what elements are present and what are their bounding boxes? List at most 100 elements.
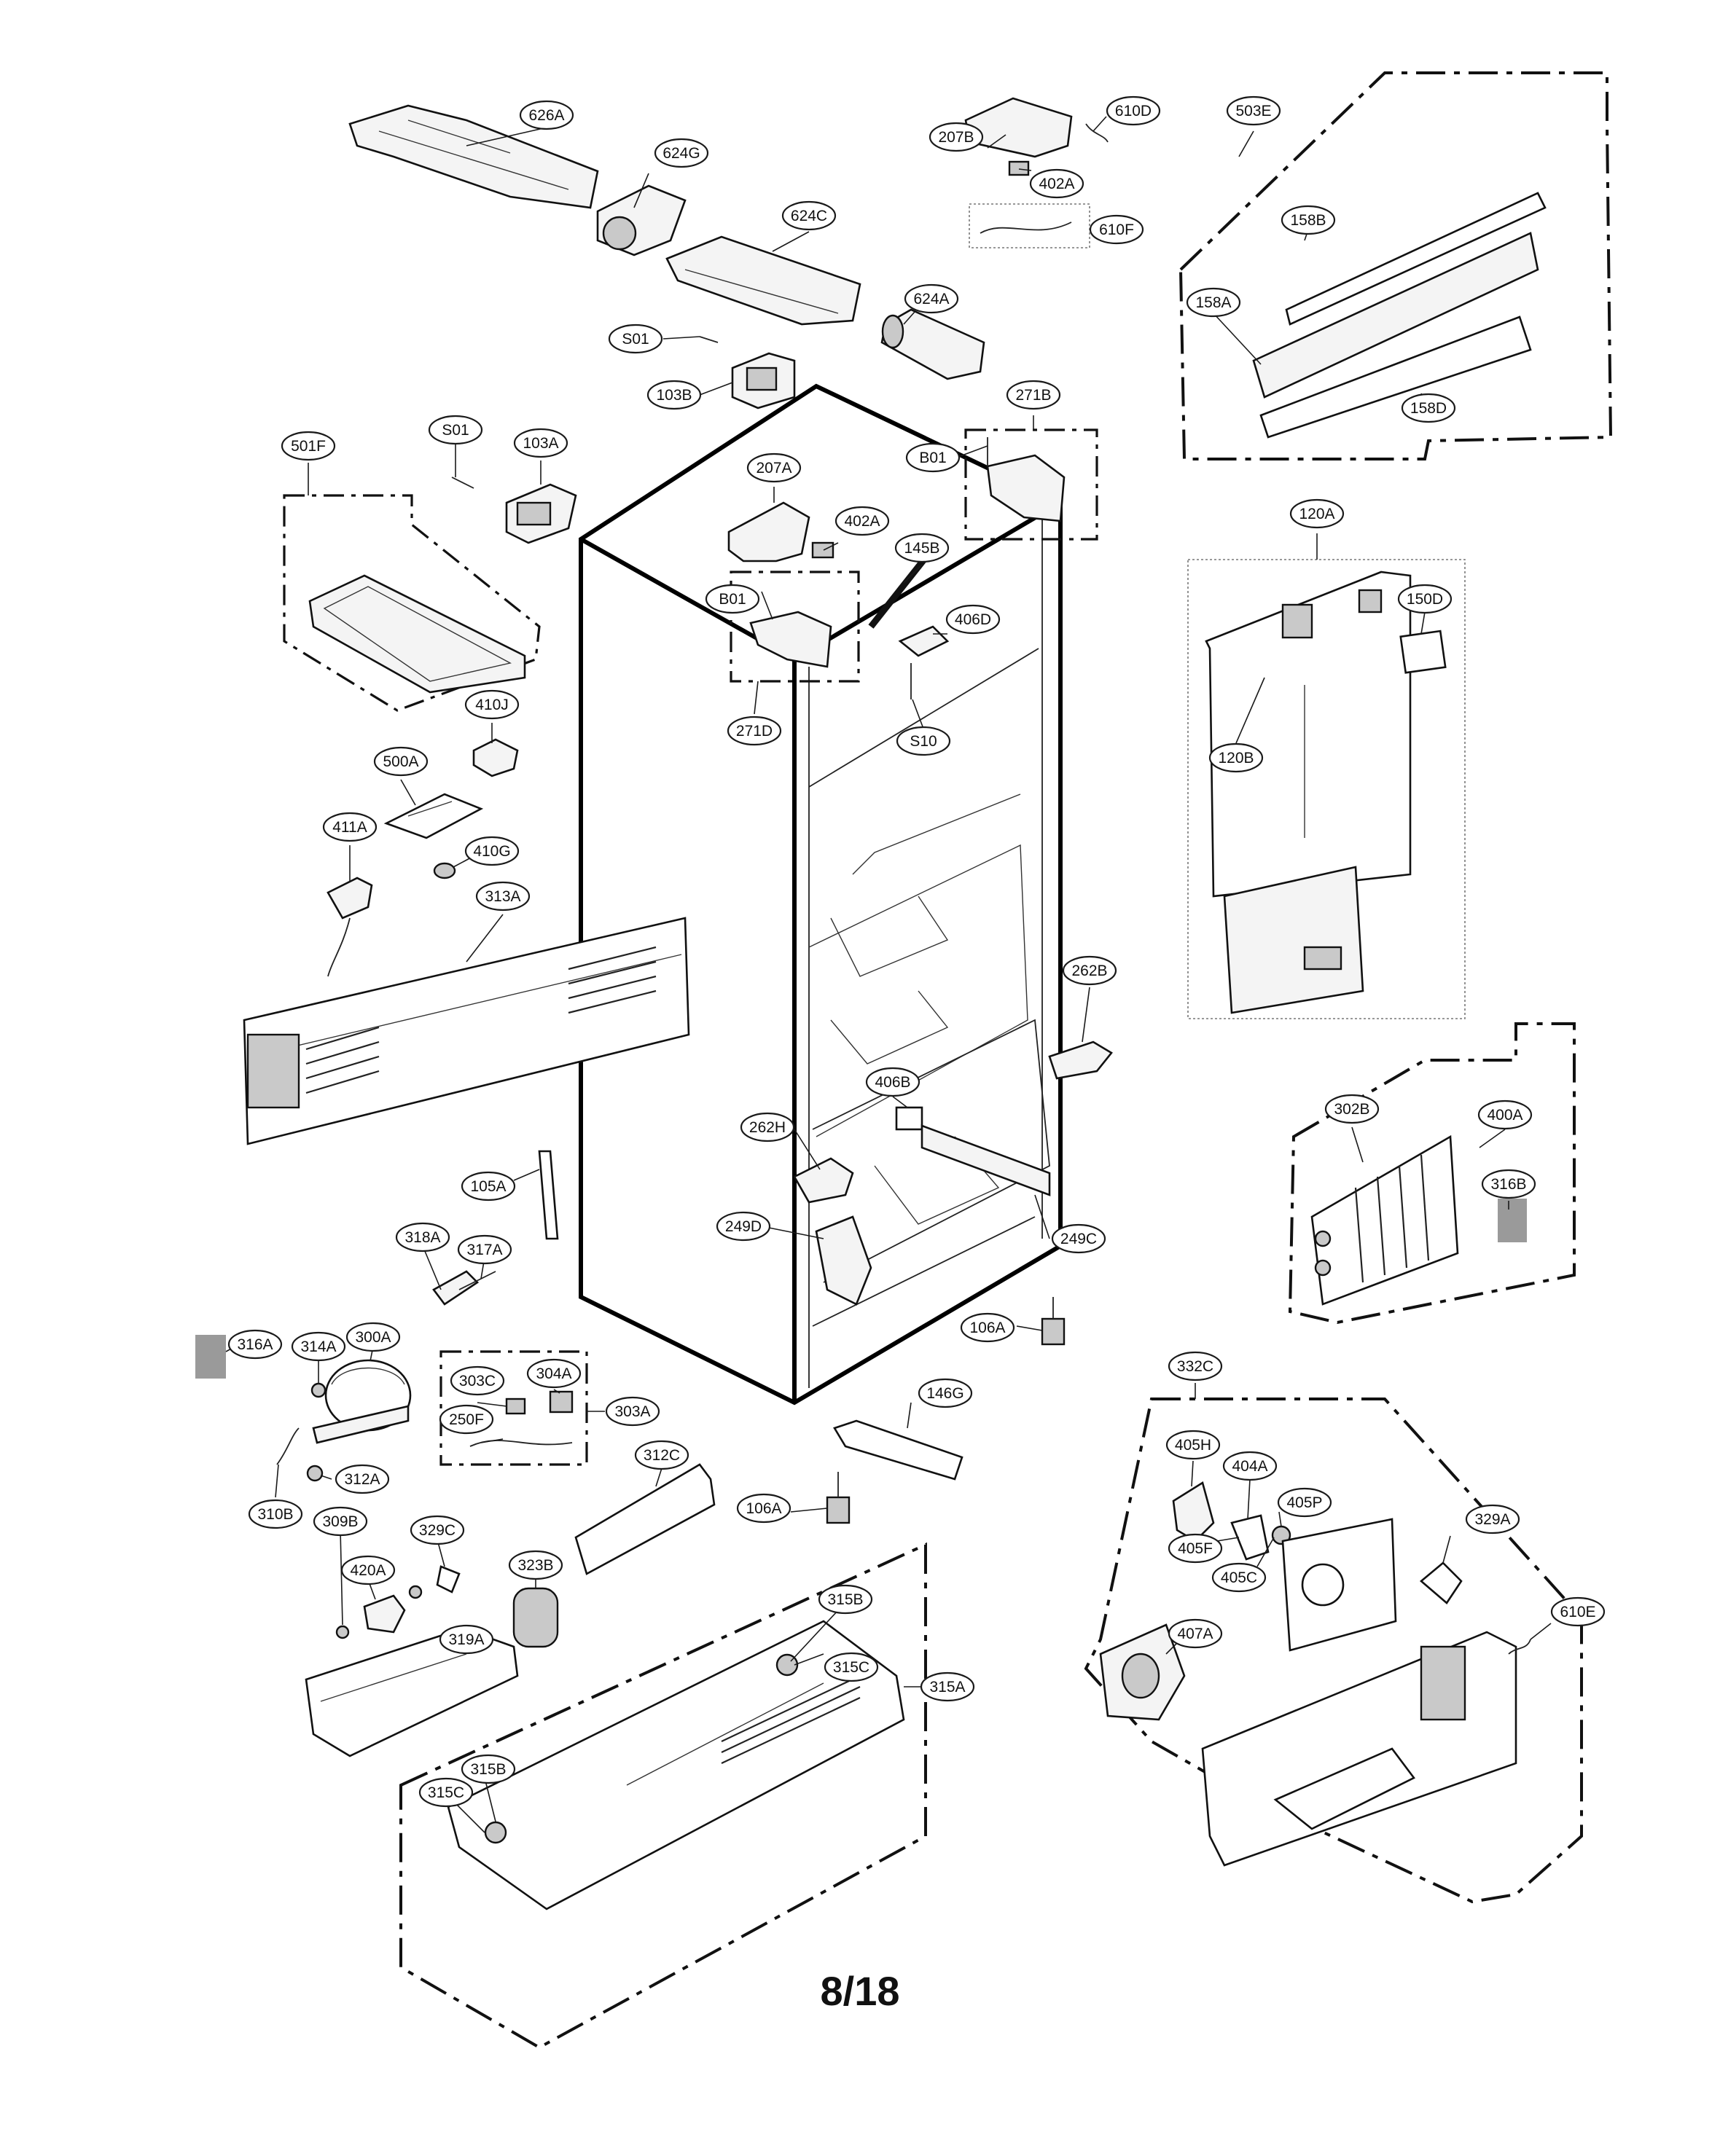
callout-ellipse [461, 1754, 516, 1784]
callout-ellipse [450, 1365, 505, 1396]
callout-ellipse [646, 380, 702, 410]
callout-ellipse [464, 836, 520, 866]
callout-ellipse [818, 1584, 873, 1615]
callout-ellipse [1186, 287, 1241, 318]
control-panel-120A [1187, 559, 1466, 1019]
grommet-312A [306, 1465, 324, 1482]
kick-plate-146G [833, 1419, 963, 1481]
callout-ellipse [1281, 205, 1336, 235]
callout-label: 315A [929, 1679, 965, 1696]
callout-ellipse [834, 506, 890, 536]
callout-ellipse [654, 138, 709, 168]
callout-406d: 406D [945, 604, 1001, 635]
evaporator-fan-assembly-332C [1084, 1398, 1583, 1904]
callout-145b: 145B [894, 533, 950, 563]
callout-309b: 309B [313, 1506, 368, 1537]
callout-271d: 271D [727, 716, 782, 746]
callout-label: 158D [1410, 400, 1447, 417]
callout-ellipse [457, 1234, 512, 1265]
compressor-300A [312, 1359, 412, 1444]
callout-label: 207A [756, 460, 791, 477]
callout-146g: 146G [918, 1378, 973, 1408]
callout-ellipse [746, 452, 802, 483]
callout-249d: 249D [716, 1211, 771, 1242]
callout-ellipse [634, 1440, 689, 1470]
callout-ellipse [1465, 1504, 1520, 1534]
callout-ellipse [920, 1671, 975, 1702]
callout-ellipse [1477, 1099, 1533, 1130]
leveling-foot-106A-mid [826, 1472, 851, 1524]
callout-label: 329A [1474, 1511, 1510, 1528]
callout-420a: 420A [340, 1555, 396, 1585]
callout-316b: 316B [1481, 1169, 1536, 1199]
callout-ellipse [781, 200, 837, 231]
callout-ellipse [1481, 1169, 1536, 1199]
callout-label: 315C [428, 1784, 464, 1801]
callout-ellipse [1226, 95, 1281, 126]
fan-motor-420A [363, 1594, 406, 1634]
callout-310b: 310B [248, 1499, 303, 1529]
callout-label: 624A [913, 291, 949, 307]
callout-label: 249D [725, 1218, 762, 1235]
callout-label: 329C [419, 1522, 456, 1539]
callout-ellipse [313, 1506, 368, 1537]
callout-label: B01 [919, 450, 946, 466]
callout-label: 610F [1099, 222, 1134, 238]
callout-ellipse [475, 881, 531, 912]
callout-624c: 624C [781, 200, 837, 231]
callout-label: 317A [466, 1242, 502, 1258]
callout-249c: 249C [1051, 1223, 1106, 1254]
ice-maker-motor-624G [596, 184, 687, 256]
callout-313a: 313A [475, 881, 531, 912]
callout-label: S10 [910, 733, 937, 750]
callout-207a: 207A [746, 452, 802, 483]
callout-label: 158A [1195, 294, 1231, 311]
callout-ellipse [1062, 955, 1117, 986]
callout-label: 406B [875, 1074, 910, 1091]
housing-103A [505, 483, 577, 544]
callout-ellipse [1051, 1223, 1106, 1254]
callout-303a: 303A [605, 1396, 660, 1427]
callout-label: 405C [1221, 1569, 1257, 1586]
cover-207B [964, 97, 1073, 158]
callout-304a: 304A [526, 1358, 582, 1389]
callout-ellipse [865, 1067, 920, 1097]
callout-120a: 120A [1289, 498, 1345, 529]
callout-610d: 610D [1106, 95, 1161, 126]
callout-label: 310B [257, 1506, 293, 1523]
callout-label: 103B [656, 387, 692, 404]
callout-label: 158B [1290, 212, 1326, 229]
callout-105a: 105A [461, 1171, 516, 1202]
water-filter-624A [880, 308, 985, 380]
callout-label: 106A [746, 1500, 781, 1517]
callout-ellipse [945, 604, 1001, 635]
callout-label: 312A [344, 1471, 380, 1488]
callout-106a-mid: 106A [736, 1493, 791, 1524]
callout-label: 402A [844, 513, 880, 530]
callout-317a: 317A [457, 1234, 512, 1265]
callout-405h: 405H [1165, 1430, 1221, 1460]
callout-label: 405P [1286, 1494, 1322, 1511]
callout-610f: 610F [1089, 214, 1144, 245]
callout-500a: 500A [373, 746, 429, 777]
callout-ellipse [1029, 168, 1084, 199]
callout-label: 624C [791, 208, 827, 224]
callout-ellipse [896, 726, 951, 756]
callout-ellipse [291, 1331, 346, 1362]
callout-label: S01 [622, 331, 649, 348]
callout-402a-mid: 402A [834, 506, 890, 536]
callout-318a: 318A [395, 1222, 450, 1253]
callout-411a: 411A [322, 812, 378, 842]
callout-ellipse [461, 1171, 516, 1202]
callout-label: 410G [473, 843, 510, 860]
callout-ellipse [1006, 380, 1061, 410]
swatch-316A [195, 1335, 226, 1379]
callout-314a: 314A [291, 1331, 346, 1362]
callout-label: 105A [470, 1178, 506, 1195]
callout-ellipse [1222, 1451, 1278, 1481]
callout-ellipse [281, 431, 336, 461]
callout-label: 150D [1407, 591, 1443, 608]
callout-label: B01 [719, 591, 746, 608]
callout-label: 410J [475, 697, 509, 713]
plug-410G [433, 862, 456, 879]
